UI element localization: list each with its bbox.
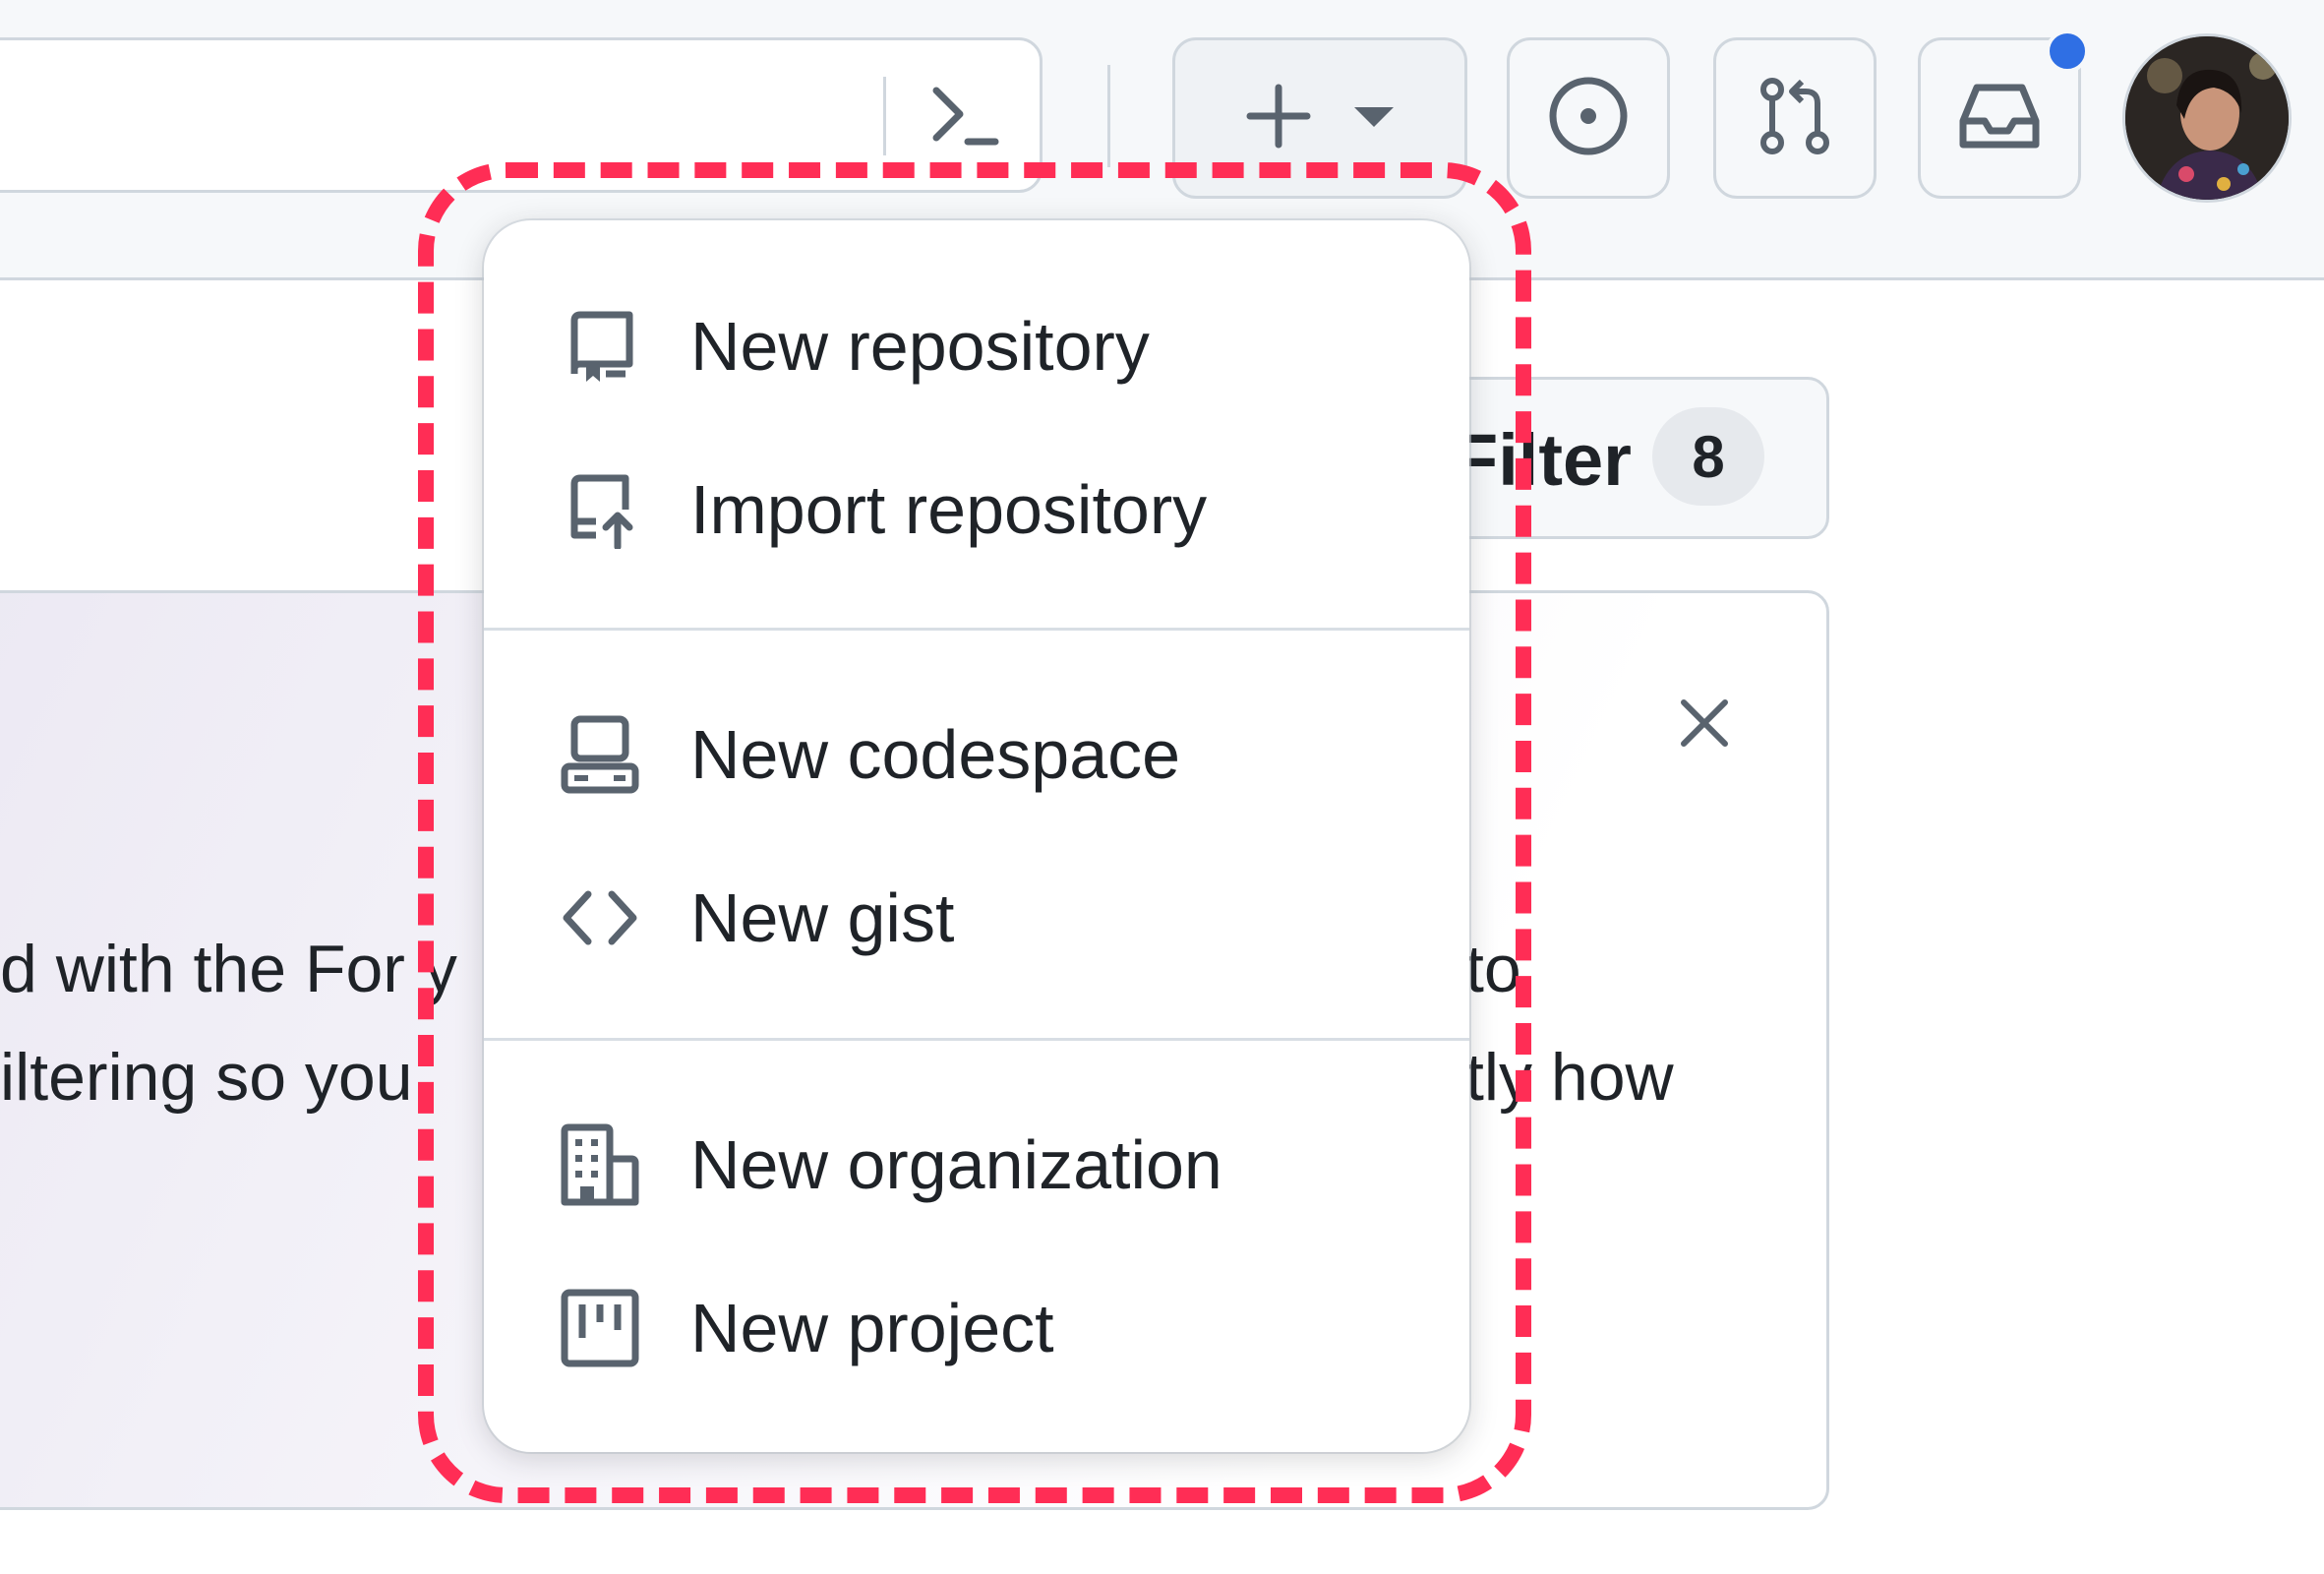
menu-item-new-gist[interactable]: New gist — [551, 849, 1416, 987]
organization-icon — [551, 1116, 649, 1214]
search-divider — [883, 77, 886, 155]
triangle-down-icon — [1352, 101, 1396, 136]
pull-requests-button[interactable] — [1713, 37, 1877, 199]
menu-divider — [484, 1038, 1469, 1041]
menu-item-label: New repository — [690, 308, 1150, 385]
plus-icon — [1244, 82, 1313, 155]
notification-indicator — [2046, 30, 2089, 73]
repo-icon — [551, 297, 649, 395]
menu-item-label: Import repository — [690, 471, 1208, 548]
command-palette-icon[interactable] — [924, 77, 1003, 155]
close-icon[interactable] — [1670, 689, 1739, 757]
banner-text-line-2-end: tly how — [1465, 1040, 1674, 1115]
menu-item-label: New project — [690, 1290, 1054, 1366]
filter-count-badge: 8 — [1652, 407, 1764, 506]
menu-item-new-project[interactable]: New project — [551, 1259, 1416, 1397]
menu-item-new-organization[interactable]: New organization — [551, 1096, 1416, 1234]
issues-button[interactable] — [1507, 37, 1670, 199]
git-pull-request-icon — [1751, 72, 1839, 165]
menu-item-new-repository[interactable]: New repository — [551, 277, 1416, 415]
banner-text-line-2: iltering so you — [0, 1040, 413, 1115]
banner-text-line-1: d with the For y — [0, 932, 457, 1006]
project-icon — [551, 1279, 649, 1377]
menu-divider — [484, 628, 1469, 631]
issue-opened-icon — [1544, 72, 1633, 165]
highlight-annotation — [418, 162, 1531, 1503]
inbox-icon — [1955, 72, 2044, 165]
code-icon — [551, 869, 649, 967]
menu-item-label: New gist — [690, 879, 955, 956]
menu-item-new-codespace[interactable]: New codespace — [551, 686, 1416, 823]
create-new-menu — [484, 220, 1469, 1452]
menu-item-import-repository[interactable]: Import repository — [551, 441, 1416, 578]
filter-label: Filter — [1454, 419, 1632, 501]
banner-text-line-1-end: to — [1465, 932, 1521, 1006]
header-divider — [1107, 65, 1110, 167]
menu-item-label: New codespace — [690, 716, 1181, 793]
repo-push-icon — [551, 460, 649, 559]
avatar[interactable] — [2122, 33, 2292, 203]
codespaces-icon — [551, 705, 649, 804]
menu-item-label: New organization — [690, 1126, 1222, 1203]
